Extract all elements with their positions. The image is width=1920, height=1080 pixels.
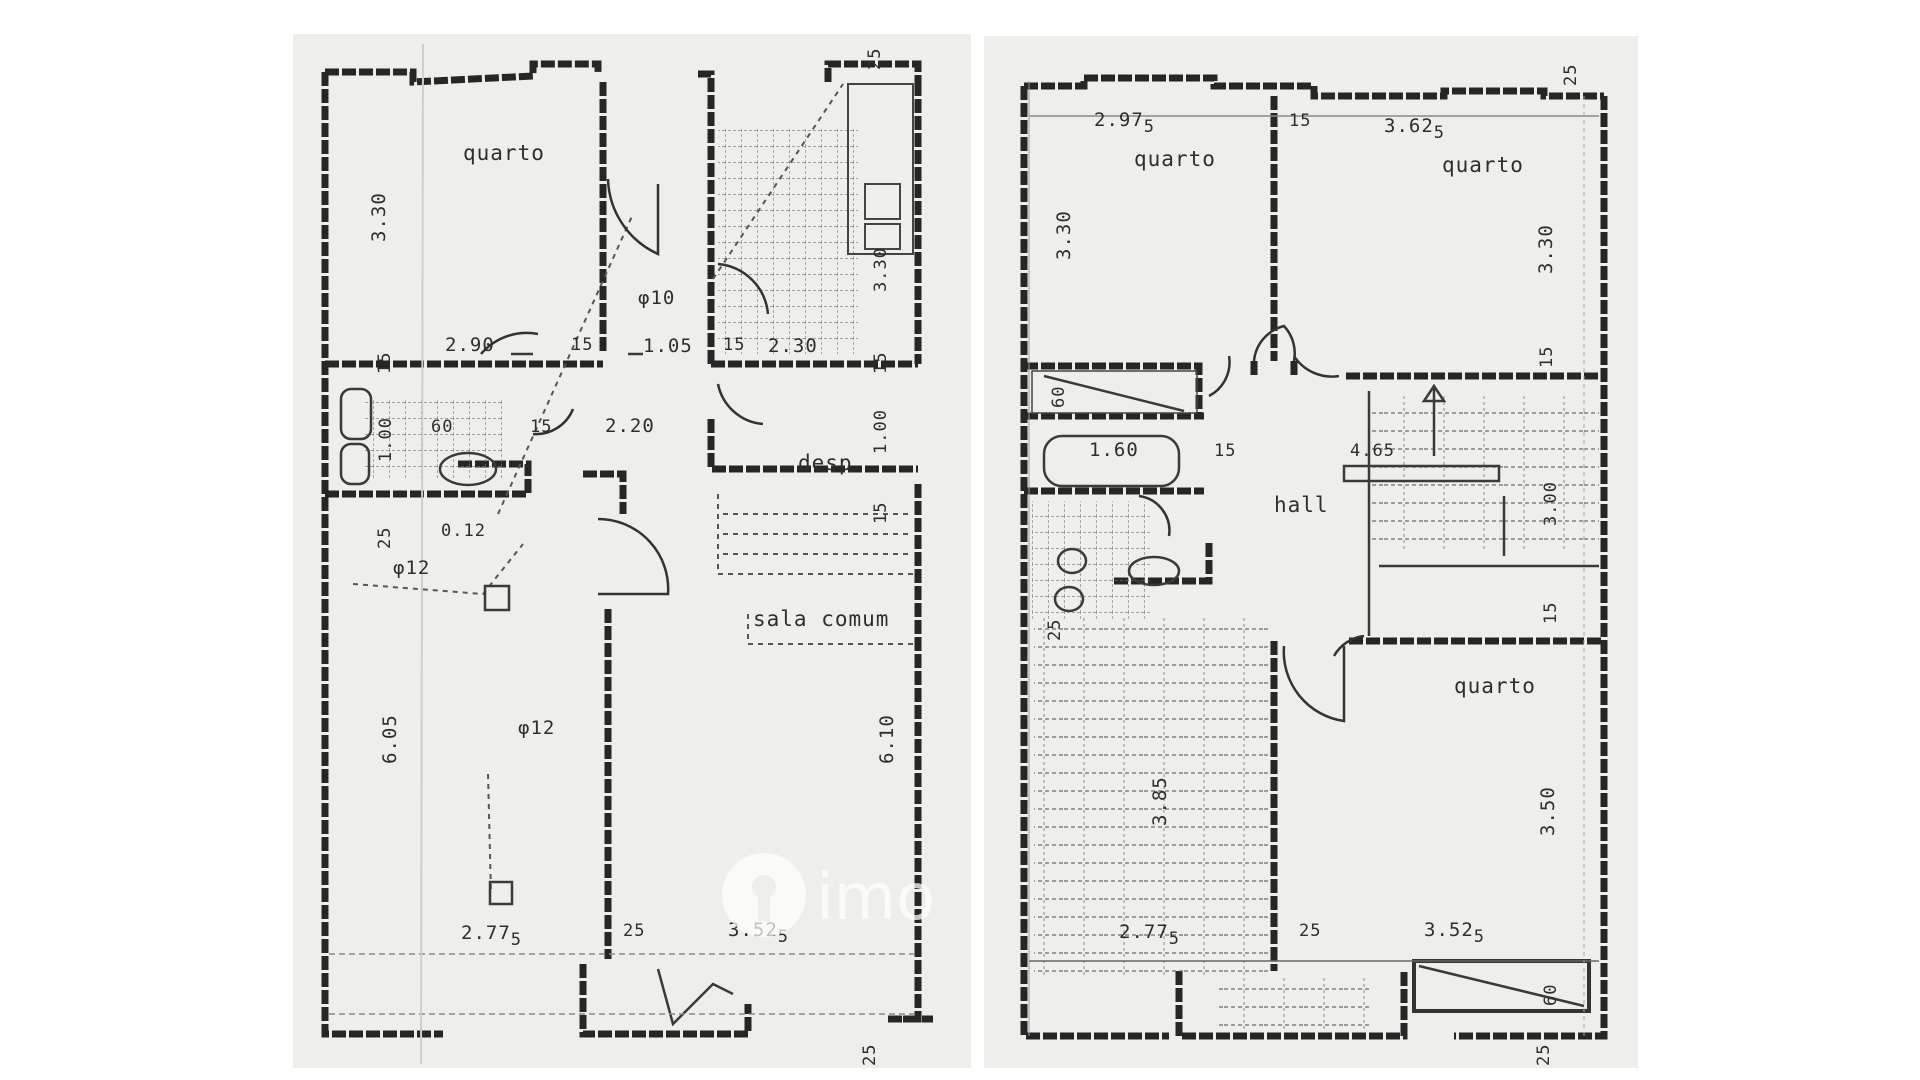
ground-floor-plan: quarto desp sala comum 3.30 2.90 15 15 φ… — [293, 34, 971, 1068]
room-label-hall: hall — [1274, 493, 1329, 517]
dim-1-00-b: 1.00 — [376, 417, 396, 462]
dim-6-10: 6.10 — [876, 714, 898, 764]
dim-3-525: 3.525 — [1424, 919, 1485, 947]
dim-phi10: φ10 — [638, 287, 675, 309]
dim-phi12-a: φ12 — [393, 557, 430, 579]
dim-60-a: 60 — [1049, 386, 1069, 408]
room-label-living: sala comum — [753, 607, 889, 631]
dim-15-a: 15 — [571, 335, 593, 355]
room-label-bedroom-2: quarto — [1442, 153, 1524, 177]
upper-floor-drawing — [1020, 74, 1608, 1040]
dim-25-top: 25 — [1561, 64, 1581, 86]
dim-15-c: 15 — [1214, 441, 1236, 461]
dim-2-775: 2.775 — [461, 922, 522, 950]
dim-3-30-a: 3.30 — [368, 192, 390, 242]
dim-2-30: 2.30 — [768, 335, 818, 357]
dim-phi12-b: φ12 — [518, 717, 555, 739]
ground-floor-labels: quarto desp sala comum 3.30 2.90 15 15 φ… — [368, 48, 898, 1066]
dim-15-b: 15 — [375, 352, 395, 374]
dim-15-f: 15 — [871, 502, 891, 524]
dim-15-d: 15 — [871, 352, 891, 374]
dim-3-00: 3.00 — [1541, 481, 1561, 526]
room-label-bedroom: quarto — [463, 141, 545, 165]
upper-floor-labels: quarto quarto quarto hall 2.975 15 3.625… — [1045, 64, 1581, 1066]
dim-15-d: 15 — [1541, 602, 1561, 624]
dim-1-00-a: 1.00 — [871, 409, 891, 454]
dim-0-12: 0.12 — [441, 521, 486, 541]
room-label-bedroom-1: quarto — [1134, 147, 1216, 171]
dim-25-bottom: 25 — [860, 1044, 880, 1066]
watermark-logo: imo — [722, 853, 935, 937]
dim-1-05: 1.05 — [643, 335, 693, 357]
dim-25-a: 25 — [375, 527, 395, 549]
dim-25-top: 25 — [865, 48, 885, 70]
dim-25-b: 25 — [1299, 921, 1321, 941]
ground-floor-drawing — [321, 43, 933, 1065]
dim-15-c: 15 — [723, 335, 745, 355]
dim-25-bottom: 25 — [1534, 1044, 1554, 1066]
dim-25-b: 25 — [623, 921, 645, 941]
dim-60: 60 — [431, 417, 453, 437]
dim-15-a: 15 — [1289, 111, 1311, 131]
dim-3-30-a: 3.30 — [1053, 210, 1075, 260]
dim-25-a: 25 — [1045, 619, 1065, 641]
dim-2-20: 2.20 — [605, 415, 655, 437]
dim-6-05: 6.05 — [379, 714, 401, 764]
dim-15-e: 15 — [530, 417, 552, 437]
watermark-text: imo — [816, 861, 935, 935]
watermark: imo — [716, 845, 976, 945]
room-label-bedroom-3: quarto — [1454, 674, 1536, 698]
dim-2-775: 2.775 — [1119, 921, 1180, 949]
dim-15-b: 15 — [1537, 346, 1557, 368]
dim-60-b: 60 — [1541, 984, 1561, 1006]
room-label-storage: desp — [798, 451, 853, 475]
dim-3-30-b: 3.30 — [1535, 224, 1557, 274]
dim-4-65: 4.65 — [1350, 441, 1395, 461]
dim-2-975: 2.975 — [1094, 109, 1155, 137]
dim-1-60: 1.60 — [1089, 439, 1139, 461]
dim-3-50: 3.50 — [1537, 786, 1559, 836]
dim-3-30-b: 3.30 — [871, 247, 891, 292]
upper-floor-plan: quarto quarto quarto hall 2.975 15 3.625… — [984, 36, 1638, 1068]
dim-3-625: 3.625 — [1384, 115, 1445, 143]
dim-2-90: 2.90 — [445, 334, 495, 356]
dim-3-85: 3.85 — [1149, 776, 1171, 826]
